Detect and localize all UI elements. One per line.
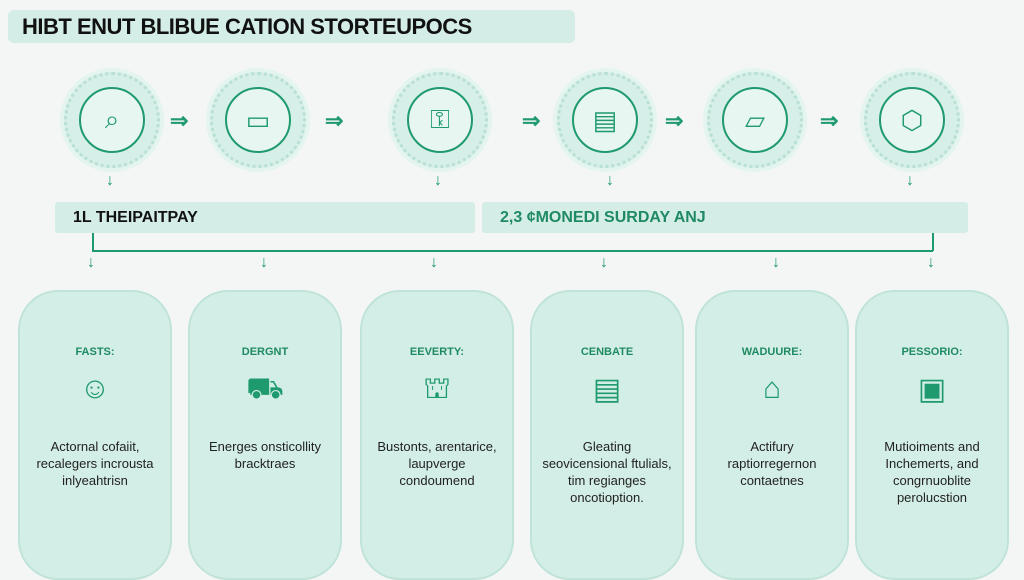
info-card: PESSORIO: ▣ Mutioiments and Inchemerts, … bbox=[855, 290, 1009, 580]
card-text: Gleating seovicensional ftulials, tim re… bbox=[542, 439, 672, 505]
arrow-down-icon: ↓ bbox=[106, 172, 114, 189]
arrow-down-icon: ↓ bbox=[927, 254, 935, 271]
card-text: Actornal cofaiit, recalegers incrousta i… bbox=[36, 439, 154, 488]
card-arrows-icon: ▣ bbox=[917, 373, 947, 406]
card-heading: CENBATE bbox=[580, 346, 634, 358]
card-text: Bustonts, arentarice, laupverge condoume… bbox=[377, 439, 497, 488]
card-heading: PESSORIO: bbox=[901, 346, 963, 358]
card-text: Actifury raptiorregernon contaetnes bbox=[727, 439, 817, 488]
magnifier-icon: ⌕ bbox=[79, 87, 145, 153]
arrow-down-icon: ↓ bbox=[772, 254, 780, 271]
arrow-down-icon: ↓ bbox=[606, 172, 614, 189]
building-icon: ⛫ bbox=[423, 372, 451, 405]
arrow-down-icon: ↓ bbox=[87, 254, 95, 271]
step-badge: ▤ bbox=[557, 72, 653, 168]
arrow-down-icon: ↓ bbox=[434, 172, 442, 189]
banner-right: 2,3 ¢MONEDI SURDAY ANJ bbox=[482, 202, 968, 233]
arrow-right-icon: ⇒ bbox=[170, 108, 189, 133]
info-card: WADUURE: ⌂ Actifury raptiorregernon cont… bbox=[695, 290, 849, 580]
connector-line bbox=[92, 250, 933, 252]
step-badge: ⌕ bbox=[64, 72, 160, 168]
head-icon: ☺ bbox=[79, 372, 111, 405]
screen-icon: ▱ bbox=[722, 87, 788, 153]
card-heading: EEVERTY: bbox=[409, 346, 465, 358]
step-badge: ▱ bbox=[707, 72, 803, 168]
card-heading: FASTS: bbox=[75, 346, 115, 358]
card-heading: DERGNT bbox=[241, 346, 289, 358]
connector-line bbox=[932, 233, 934, 251]
card-text: Mutioiments and Inchemerts, and congrnuo… bbox=[884, 439, 980, 505]
card-heading: WADUURE: bbox=[741, 346, 803, 358]
arrow-right-icon: ⇒ bbox=[665, 108, 684, 133]
step-badge: ▭ bbox=[210, 72, 306, 168]
page-title: HIBT ENUT BLIBUE CATION STORTEUPOCS bbox=[8, 10, 575, 43]
book-icon: ⌂ bbox=[762, 372, 782, 405]
card-icon: ⬡ bbox=[879, 87, 945, 153]
step-badge: ⬡ bbox=[864, 72, 960, 168]
info-card: CENBATE ▤ Gleating seovicensional ftulia… bbox=[530, 290, 684, 580]
arrow-right-icon: ⇒ bbox=[325, 108, 344, 133]
arrow-down-icon: ↓ bbox=[906, 172, 914, 189]
card-text: Energes onsticollity bracktraes bbox=[209, 439, 321, 471]
info-card: DERGNT ⛟ Energes onsticollity bracktraes bbox=[188, 290, 342, 580]
arrow-down-icon: ↓ bbox=[260, 254, 268, 271]
truck-gear-icon: ⛟ bbox=[246, 372, 284, 405]
document-icon: ▤ bbox=[592, 373, 622, 406]
key-tools-icon: ⚿ bbox=[407, 87, 473, 153]
info-card: EEVERTY: ⛫ Bustonts, arentarice, laupver… bbox=[360, 290, 514, 580]
arrow-right-icon: ⇒ bbox=[820, 108, 839, 133]
connector-line bbox=[92, 233, 94, 251]
printer-icon: ▤ bbox=[572, 87, 638, 153]
banner-left: 1L THEIPAITPAY bbox=[55, 202, 475, 233]
arrow-down-icon: ↓ bbox=[600, 254, 608, 271]
arrow-down-icon: ↓ bbox=[430, 254, 438, 271]
arrow-right-icon: ⇒ bbox=[522, 108, 541, 133]
step-badge: ⚿ bbox=[392, 72, 488, 168]
monitor-icon: ▭ bbox=[225, 87, 291, 153]
info-card: FASTS: ☺ Actornal cofaiit, recalegers in… bbox=[18, 290, 172, 580]
